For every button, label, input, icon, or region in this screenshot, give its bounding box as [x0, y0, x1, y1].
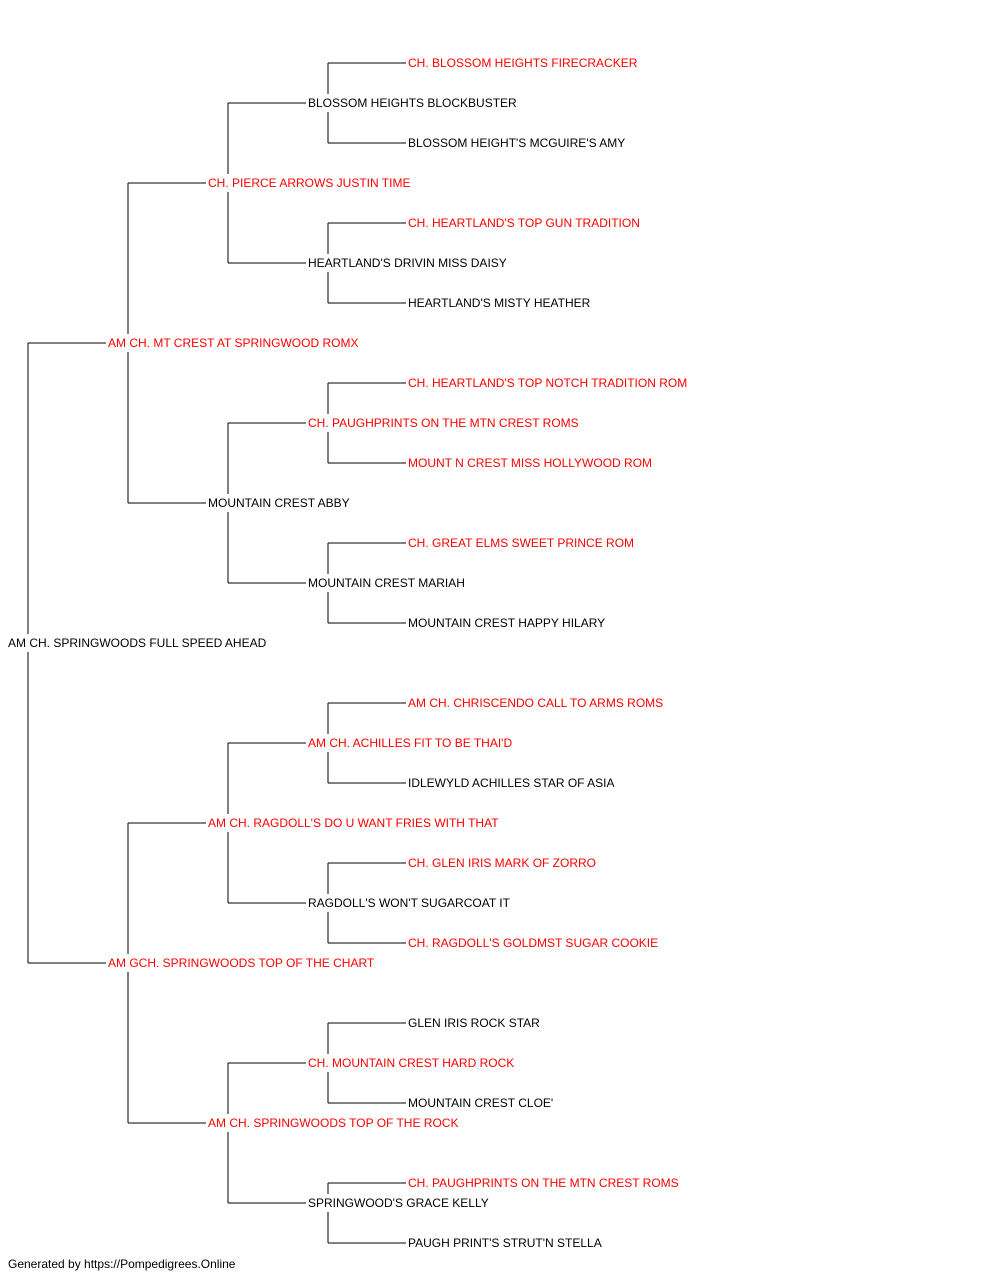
ancestor-name: CH. HEARTLAND'S TOP NOTCH TRADITION ROM [408, 376, 687, 390]
ancestor-name: CH. PAUGHPRINTS ON THE MTN CREST ROMS [408, 1176, 679, 1190]
ancestor-name: MOUNT N CREST MISS HOLLYWOOD ROM [408, 456, 652, 470]
ancestor-name: SPRINGWOOD'S GRACE KELLY [308, 1196, 489, 1210]
ancestor-name: CH. BLOSSOM HEIGHTS FIRECRACKER [408, 56, 638, 70]
ancestor-name: MOUNTAIN CREST HAPPY HILARY [408, 616, 605, 630]
ancestor-name: RAGDOLL'S WON'T SUGARCOAT IT [308, 896, 511, 910]
ancestor-name: AM CH. MT CREST AT SPRINGWOOD ROMX [108, 336, 358, 350]
ancestor-name: AM CH. SPRINGWOODS TOP OF THE ROCK [208, 1116, 458, 1130]
ancestor-name: AM GCH. SPRINGWOODS TOP OF THE CHART [108, 956, 375, 970]
ancestor-name: MOUNTAIN CREST MARIAH [308, 576, 465, 590]
ancestor-name: CH. GLEN IRIS MARK OF ZORRO [408, 856, 596, 870]
ancestor-name: CH. PAUGHPRINTS ON THE MTN CREST ROMS [308, 416, 579, 430]
ancestor-name: HEARTLAND'S MISTY HEATHER [408, 296, 591, 310]
footer-credit: Generated by https://Pompedigrees.Online [8, 1257, 236, 1271]
ancestor-name: BLOSSOM HEIGHTS BLOCKBUSTER [308, 96, 517, 110]
ancestor-name: HEARTLAND'S DRIVIN MISS DAISY [308, 256, 507, 270]
ancestor-name: CH. PIERCE ARROWS JUSTIN TIME [208, 176, 410, 190]
ancestor-name: AM CH. CHRISCENDO CALL TO ARMS ROMS [408, 696, 663, 710]
ancestor-name: CH. GREAT ELMS SWEET PRINCE ROM [408, 536, 634, 550]
ancestor-name: MOUNTAIN CREST CLOE' [408, 1096, 553, 1110]
ancestor-name: CH. MOUNTAIN CREST HARD ROCK [308, 1056, 514, 1070]
ancestor-name: PAUGH PRINT'S STRUT'N STELLA [408, 1236, 602, 1250]
ancestor-name: BLOSSOM HEIGHT'S MCGUIRE'S AMY [408, 136, 625, 150]
ancestor-name: MOUNTAIN CREST ABBY [208, 496, 350, 510]
ancestor-name: CH. HEARTLAND'S TOP GUN TRADITION [408, 216, 640, 230]
ancestor-name: CH. RAGDOLL'S GOLDMST SUGAR COOKIE [408, 936, 658, 950]
subject-dog-name: AM CH. SPRINGWOODS FULL SPEED AHEAD [8, 636, 267, 650]
ancestor-name: AM CH. ACHILLES FIT TO BE THAI'D [308, 736, 512, 750]
ancestor-name: GLEN IRIS ROCK STAR [408, 1016, 540, 1030]
ancestor-name: IDLEWYLD ACHILLES STAR OF ASIA [408, 776, 615, 790]
ancestor-name: AM CH. RAGDOLL'S DO U WANT FRIES WITH TH… [208, 816, 499, 830]
